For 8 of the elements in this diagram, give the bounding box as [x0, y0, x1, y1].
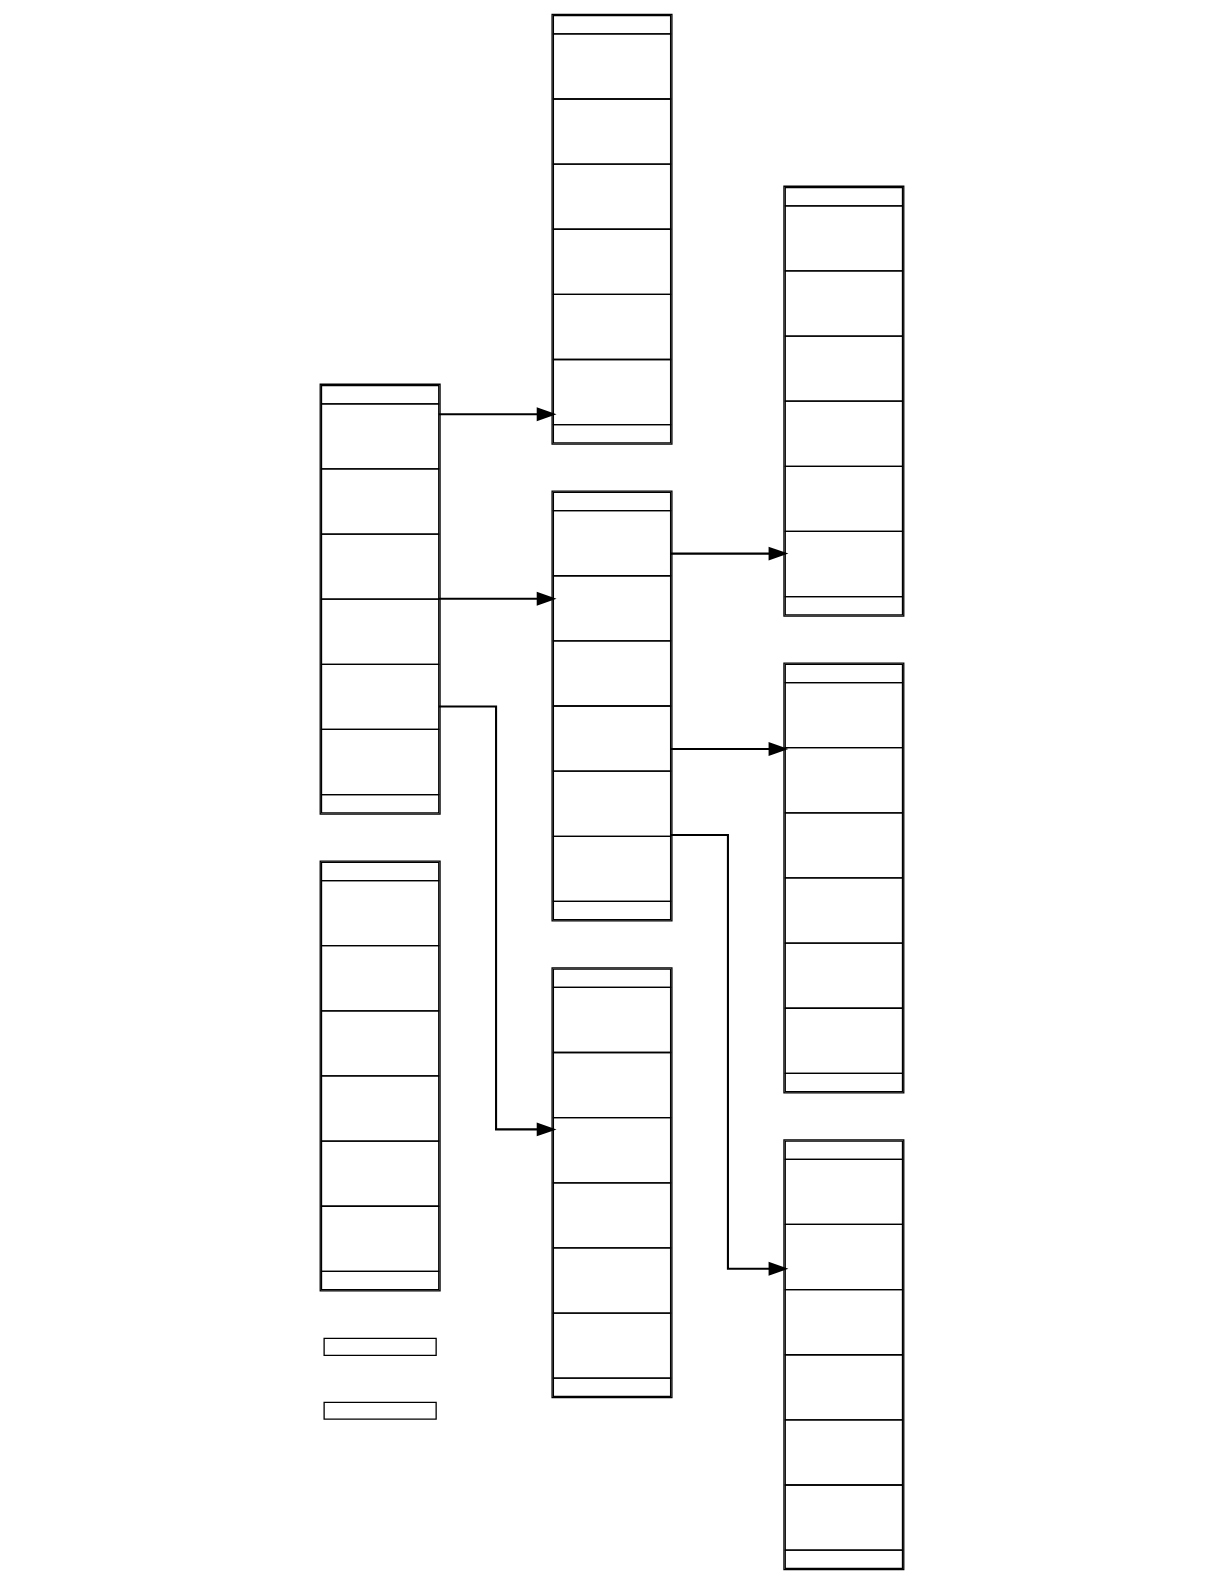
arrow	[670, 546, 789, 561]
arrow	[438, 705, 557, 1137]
arrow	[670, 833, 789, 1276]
node-box	[323, 1401, 437, 1420]
node-box	[323, 1337, 437, 1357]
arrow	[438, 591, 557, 606]
arrow	[670, 742, 789, 756]
arrow	[438, 407, 557, 422]
